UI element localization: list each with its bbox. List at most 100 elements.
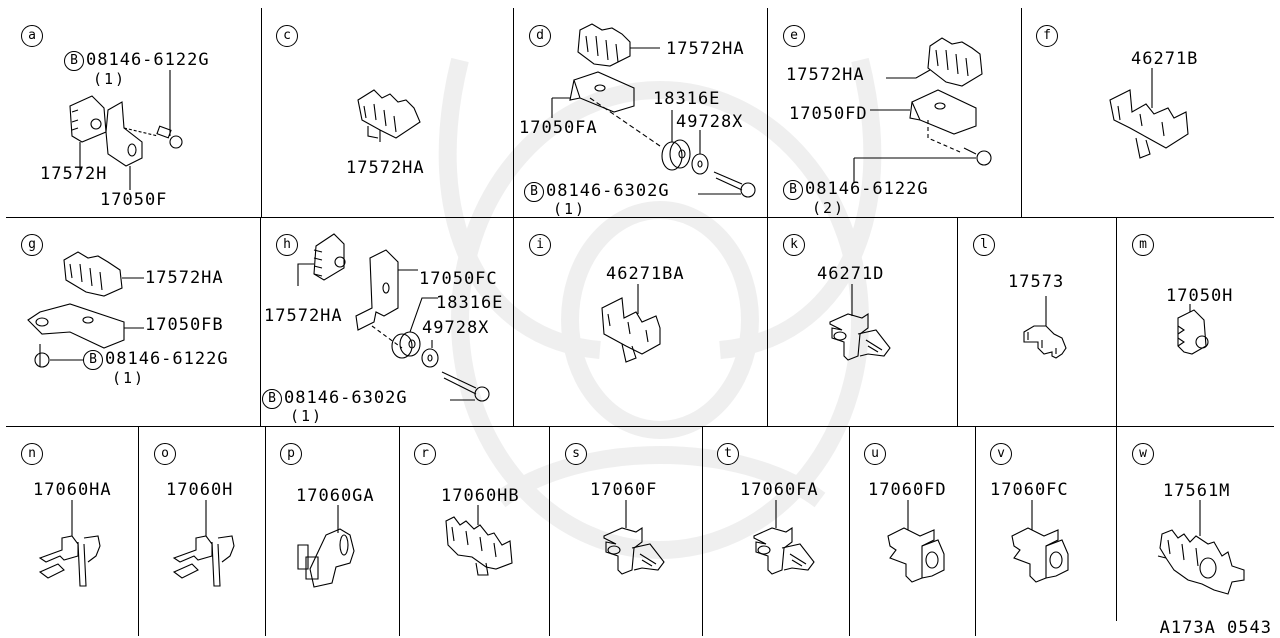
push-clip-drawing: [829, 284, 891, 361]
part-number-bracket[interactable]: 17050FC: [419, 269, 498, 289]
panel-letter: h: [276, 234, 298, 256]
panel-letter: t: [717, 443, 739, 465]
clamp-bracket-bolt-drawing: [853, 37, 992, 182]
divider: [261, 8, 262, 217]
panel-letter: w: [1132, 443, 1154, 465]
panel-letter: l: [973, 234, 995, 256]
divider-row1: [6, 217, 1274, 218]
divider: [260, 217, 261, 426]
push-clip-drawing: [603, 500, 665, 575]
bolt-marker-icon: B: [64, 51, 84, 71]
divider: [702, 426, 703, 636]
panel-letter: k: [783, 234, 805, 256]
divider: [138, 426, 139, 636]
push-clip-drawing: [172, 500, 235, 587]
divider: [513, 8, 514, 426]
clip-drawing: [1177, 304, 1209, 355]
part-number-bracket[interactable]: 17050FB: [145, 315, 224, 335]
part-number-clip[interactable]: 17561M: [1163, 481, 1231, 501]
part-number-clip[interactable]: 17572HA: [666, 39, 745, 59]
panel-letter: u: [864, 443, 886, 465]
divider-row2: [6, 426, 1274, 427]
divider: [1116, 426, 1117, 621]
clip-drawing: [297, 505, 355, 588]
part-number-clip[interactable]: 17572HA: [786, 65, 865, 85]
clip-drawing: [1011, 500, 1069, 583]
quantity: (1): [290, 407, 324, 425]
part-number-clip[interactable]: 17050H: [1166, 286, 1234, 306]
part-number-clip[interactable]: 17572H: [40, 164, 108, 184]
part-number-clip[interactable]: 46271D: [817, 264, 885, 284]
divider: [957, 217, 958, 426]
panel-letter: v: [990, 443, 1012, 465]
part-number-bracket[interactable]: 17050FD: [789, 104, 868, 124]
clip-drawing: [601, 284, 661, 363]
clip-drawing: [445, 505, 513, 576]
panel-letter: g: [21, 234, 43, 256]
panel-letter: e: [783, 25, 805, 47]
part-number-clip[interactable]: 17060FC: [990, 480, 1069, 500]
part-number-bracket[interactable]: 17050FA: [519, 118, 598, 138]
clamp-bracket-bolt-drawing: [27, 251, 144, 368]
part-number-clip[interactable]: 17060GA: [296, 486, 375, 506]
quantity: (1): [93, 70, 127, 88]
part-number-collar[interactable]: 49728X: [422, 318, 490, 338]
divider: [399, 426, 400, 636]
divider: [265, 426, 266, 636]
bolt-marker-icon: B: [783, 180, 803, 200]
panel-letter: a: [21, 25, 43, 47]
part-number-clip[interactable]: 17060FA: [740, 480, 819, 500]
quantity: (1): [112, 369, 146, 387]
panel-letter: p: [280, 443, 302, 465]
part-number-clip[interactable]: 17060HA: [33, 480, 112, 500]
divider: [975, 426, 976, 636]
panel-letter: o: [154, 443, 176, 465]
clip-drawing: [1157, 500, 1245, 595]
divider: [767, 8, 768, 426]
part-number-grommet[interactable]: 18316E: [436, 293, 504, 313]
clamp-bracket-grommet-bolt-drawing: [551, 23, 756, 198]
push-clip-drawing: [38, 500, 101, 587]
part-number-clip[interactable]: 17573: [1008, 272, 1065, 292]
divider: [1116, 217, 1117, 426]
quantity: (1): [553, 200, 587, 218]
panel-letter: r: [414, 443, 436, 465]
panel-letter: n: [21, 443, 43, 465]
panel-letter: d: [529, 25, 551, 47]
divider: [549, 426, 550, 636]
diagram-code: A173A 0543: [1159, 618, 1272, 638]
clip-drawing: [1023, 296, 1067, 359]
part-number-clip[interactable]: 46271B: [1131, 49, 1199, 69]
part-number-grommet[interactable]: 18316E: [653, 89, 721, 109]
panel-letter: f: [1036, 25, 1058, 47]
panel-letter: m: [1132, 234, 1154, 256]
panel-letter: s: [565, 443, 587, 465]
part-number-clip[interactable]: 17060F: [590, 480, 658, 500]
panel-letter: c: [276, 25, 298, 47]
part-number-clip[interactable]: 17572HA: [346, 158, 425, 178]
part-number-clip[interactable]: 17060H: [166, 480, 234, 500]
panel-letter: i: [529, 234, 551, 256]
divider: [1021, 8, 1022, 217]
part-number-clip[interactable]: 17572HA: [264, 306, 343, 326]
divider: [849, 426, 850, 636]
bolt-marker-icon: B: [262, 389, 282, 409]
clip-drawing: [1109, 68, 1189, 159]
part-number-clip[interactable]: 17060FD: [868, 480, 947, 500]
clamp-bracket-grommet-bolt-drawing: [297, 233, 490, 402]
part-number-bracket[interactable]: 17050F: [100, 190, 168, 210]
clip-drawing: [357, 89, 421, 142]
part-number-clip[interactable]: 17572HA: [145, 268, 224, 288]
push-clip-drawing: [753, 500, 815, 575]
part-number-collar[interactable]: 49728X: [676, 112, 744, 132]
part-number-clip[interactable]: 17060HB: [441, 486, 520, 506]
part-number-clip[interactable]: 46271BA: [606, 264, 685, 284]
quantity: (2): [812, 199, 846, 217]
clip-drawing: [887, 500, 945, 583]
clamp-bracket-bolt-drawing: [69, 70, 183, 190]
